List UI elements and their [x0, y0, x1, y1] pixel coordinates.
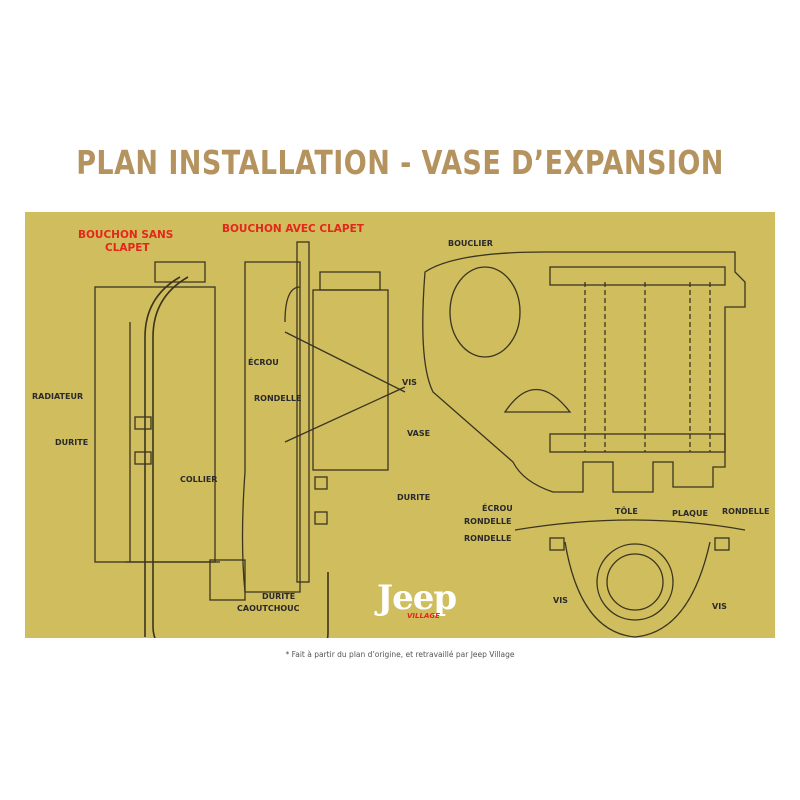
label-durite: DURITE	[55, 438, 89, 447]
page-title: PLAN INSTALLATION - VASE D’EXPANSION	[76, 143, 724, 182]
label-bouclier: BOUCLIER	[448, 239, 493, 248]
label-durite-mid: DURITE	[397, 493, 431, 502]
diagram-panel: BOUCHON SANS CLAPET BOUCHON AVEC CLAPET …	[25, 212, 775, 638]
label-collier: COLLIER	[180, 475, 218, 484]
label-vis-r1: VIS	[553, 596, 568, 605]
shield-drawing	[422, 251, 746, 493]
label-vase: VASE	[407, 429, 431, 438]
jeep-village-logo: Jeep VILLAGE	[377, 578, 467, 627]
footnote: * Fait à partir du plan d’origine, et re…	[285, 650, 515, 659]
label-plaque: PLAQUE	[672, 509, 708, 518]
label-bouchon-avec-clapet: BOUCHON AVEC CLAPET	[222, 223, 364, 235]
label-rondelle: RONDELLE	[254, 394, 302, 403]
label-vis: VIS	[402, 378, 417, 387]
installation-diagram	[94, 241, 746, 638]
label-ecrou: ÉCROU	[248, 358, 279, 367]
logo-main: Jeep	[377, 578, 457, 618]
label-rondelle-2: RONDELLE	[464, 534, 512, 543]
label-durite-caoutchouc: DURITE	[262, 592, 296, 601]
label-radiateur: RADIATEUR	[32, 392, 84, 401]
label-bouchon-sans-clapet: BOUCHON SANS	[78, 229, 174, 241]
label-durite-caoutchouc-2: CAOUTCHOUC	[237, 604, 300, 613]
radiator-drawing	[94, 261, 329, 638]
label-tole: TÔLE	[615, 507, 638, 516]
logo-sub: VILLAGE	[407, 612, 440, 620]
vase-drawing	[241, 241, 406, 593]
label-ecrou-right: ÉCROU	[482, 504, 513, 513]
label-rondelle-1: RONDELLE	[464, 517, 512, 526]
bracket-drawing	[514, 519, 746, 638]
label-rondelle-3: RONDELLE	[722, 507, 770, 516]
label-bouchon-sans-clapet-2: CLAPET	[105, 242, 150, 254]
label-vis-r2: VIS	[712, 602, 727, 611]
